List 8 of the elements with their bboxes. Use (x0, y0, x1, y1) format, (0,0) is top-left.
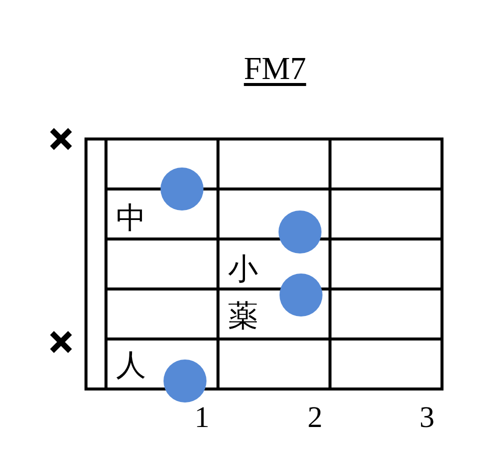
fret-number: 2 (308, 403, 322, 433)
finger-label: 人 (116, 351, 146, 381)
chord-title: FM7 (244, 52, 306, 84)
fret-number: 3 (420, 403, 434, 433)
fret-number: 1 (194, 403, 210, 433)
finger-label: 小 (228, 255, 258, 285)
finger-label: 薬 (228, 302, 258, 332)
finger-label: 中 (116, 204, 146, 234)
